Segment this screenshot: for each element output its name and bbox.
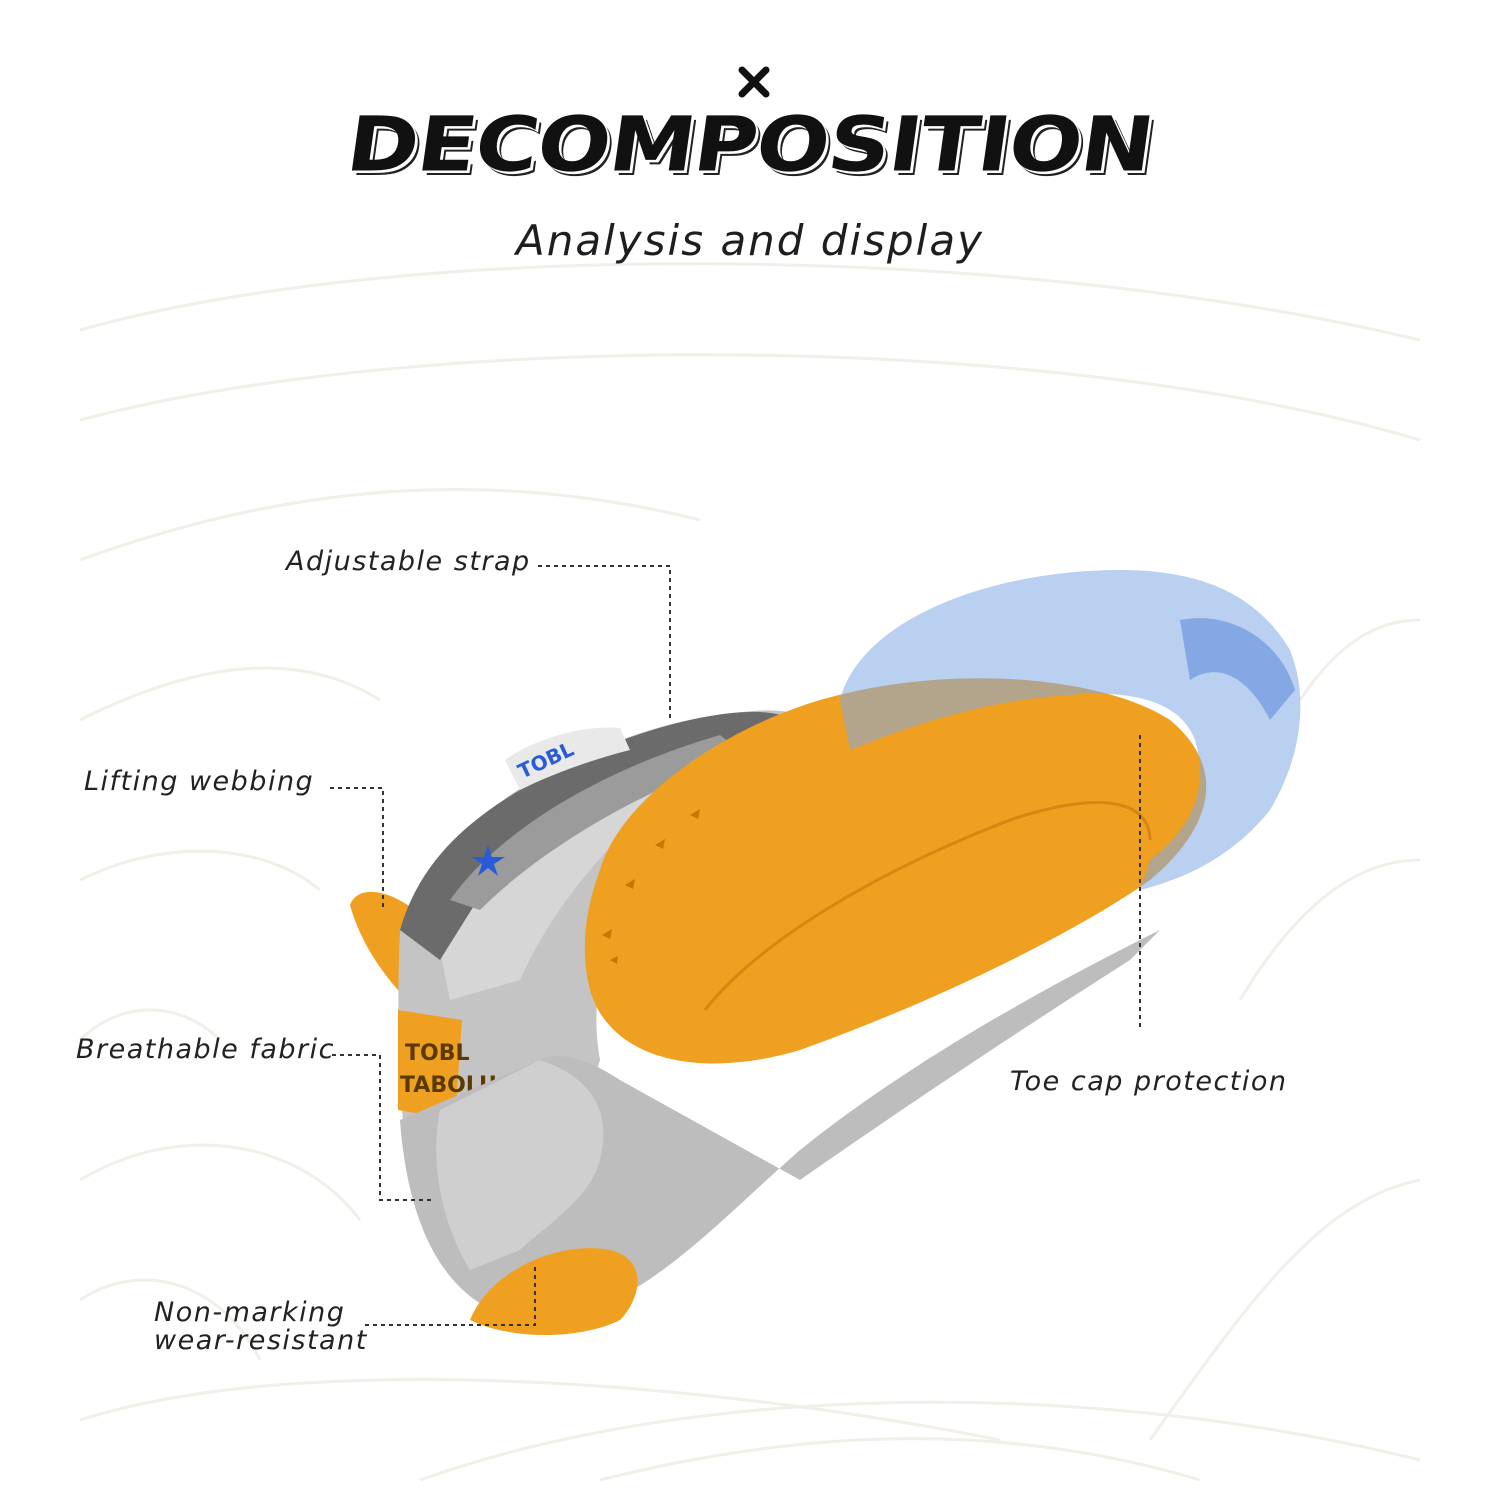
star-icon — [471, 845, 505, 876]
breathable-mesh — [430, 715, 760, 1000]
side-text-line1: TOBL — [405, 1041, 470, 1066]
label-non-marking: Non-marking wear-resistant — [154, 1297, 368, 1357]
page-subtitle: Analysis and display — [516, 216, 984, 265]
label-adjustable-strap: Adjustable strap — [286, 546, 531, 577]
outsole-inner-line — [703, 801, 1152, 1011]
x-mark-icon — [738, 66, 770, 98]
toe-cap-highlight — [1180, 618, 1295, 720]
label-non-marking-line2: wear-resistant — [154, 1325, 368, 1357]
label-breathable-fabric: Breathable fabric — [76, 1034, 335, 1065]
label-non-marking-line1: Non-marking — [154, 1297, 346, 1328]
midsole-shell — [400, 930, 1160, 1321]
label-toe-cap-protection: Toe cap protection — [1010, 1066, 1288, 1097]
midsole-curve — [436, 1060, 604, 1270]
label-lifting-webbing: Lifting webbing — [84, 766, 315, 797]
tongue-label — [505, 727, 630, 790]
tread-marks — [602, 809, 700, 964]
